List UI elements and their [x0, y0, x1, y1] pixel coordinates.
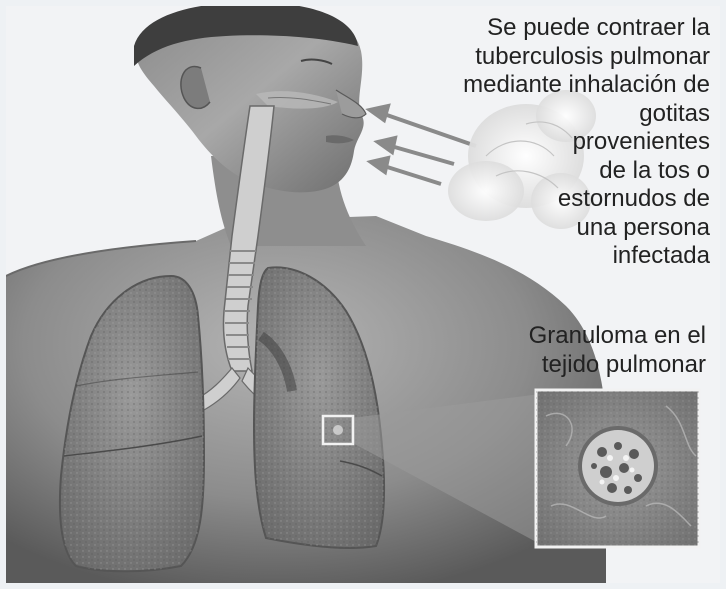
transmission-caption: Se puede contraer la tuberculosis pulmon… — [410, 14, 710, 271]
granuloma-inset — [536, 390, 699, 547]
illustration-frame: Se puede contraer la tuberculosis pulmon… — [6, 6, 720, 583]
granuloma-label: Granuloma en el tejido pulmonar — [446, 322, 706, 379]
